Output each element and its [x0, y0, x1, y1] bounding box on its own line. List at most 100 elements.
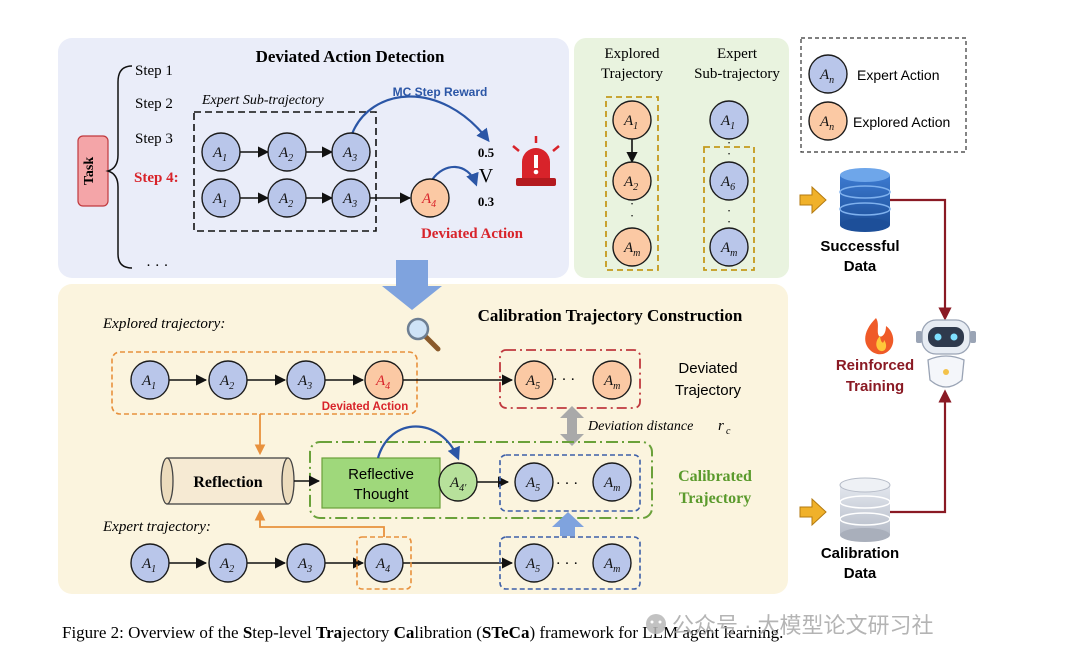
- watermark: 公众号 · 大模型论文研习社: [646, 613, 934, 638]
- calibration-data-1: Calibration: [821, 545, 899, 562]
- expert-tail-box: [499, 536, 641, 590]
- caption-s2-rest: jectory: [341, 623, 393, 642]
- step-4: Step 4:: [134, 170, 179, 186]
- calibrated-tail-box: [499, 454, 641, 512]
- col-explored-a1-node: A1: [612, 100, 652, 140]
- expert-header-2: Sub-trajectory: [694, 66, 780, 82]
- cal-r3-am-node: Am: [592, 543, 632, 583]
- deviated-trajectory-1: Deviated: [678, 360, 737, 377]
- caption-s3: Ca: [394, 623, 415, 642]
- cal-r1-a1-node: A1: [130, 360, 170, 400]
- reflective-thought-1: Reflective: [348, 466, 414, 483]
- legend-explored-node-node: An: [808, 101, 848, 141]
- col-explored-a2-node: A2: [612, 161, 652, 201]
- reward-compare: V: [479, 165, 494, 187]
- col-explored-am-node: Am: [612, 227, 652, 267]
- alarm-icon: [512, 136, 560, 186]
- cal-r3-a1-node: A1: [130, 543, 170, 583]
- caption-s3-rest: libration (: [414, 623, 482, 642]
- calibration-input-arrow: [799, 497, 827, 527]
- up-arrow: [552, 512, 584, 536]
- deviated-dots: · · ·: [553, 372, 576, 388]
- cal-r3-a5-node: A5: [514, 543, 554, 583]
- step-ellipsis: · · ·: [146, 258, 169, 274]
- det-r1-a1-node: A1: [201, 132, 241, 172]
- deviation-distance-label: Deviation distance: [587, 419, 693, 434]
- reflective-thought-2: Thought: [353, 486, 409, 503]
- cal-mid-a4p-node: A4′: [438, 462, 478, 502]
- rc-symbol: r: [718, 418, 724, 434]
- cal-r1-am-node: Am: [592, 360, 632, 400]
- legend-expert-node-node: An: [808, 54, 848, 94]
- det-r1-a3-node: A3: [331, 132, 371, 172]
- caption-s1: S: [243, 623, 252, 642]
- mc-step-reward-label: MC Step Reward: [393, 85, 488, 99]
- successful-data-1: Successful: [820, 238, 899, 255]
- explored-header-2: Trajectory: [601, 66, 663, 82]
- cal-r1-a5-node: A5: [514, 360, 554, 400]
- expert-subtrajectory-column-box: [703, 146, 755, 271]
- cal-r3-a4-node: A4: [364, 543, 404, 583]
- trajectory-panel: [574, 38, 789, 278]
- reward-low: 0.3: [478, 194, 495, 209]
- caption-s2: Tra: [316, 623, 343, 642]
- cal-r3-a3-node: A3: [286, 543, 326, 583]
- step-3: Step 3: [135, 131, 173, 147]
- det-r2-a1-node: A1: [201, 178, 241, 218]
- cal-r1-a2-node: A2: [208, 360, 248, 400]
- deviated-action-small: Deviated Action: [322, 401, 408, 413]
- reflection-curve-arrow: [376, 425, 460, 461]
- step-2: Step 2: [135, 96, 173, 112]
- calibration-to-robot-line: [890, 389, 952, 514]
- det-r1-a2-node: A2: [267, 132, 307, 172]
- explored-vdots-1: ·: [630, 196, 634, 211]
- successful-database-icon: [839, 168, 891, 232]
- expert-vdots-4: ·: [727, 214, 731, 229]
- explored-trajectory-box: [605, 96, 659, 271]
- col-expert-am-node: Am: [709, 227, 749, 267]
- legend-explored-label: Explored Action: [853, 114, 950, 130]
- legend-box: [800, 37, 967, 153]
- calibration-data-2: Data: [844, 565, 877, 582]
- robot-icon: [916, 319, 976, 388]
- expert-a4-box: [356, 536, 412, 590]
- detection-title: Deviated Action Detection: [256, 47, 445, 66]
- explored-header-1: Explored: [605, 46, 660, 62]
- deviated-trajectory-box: [499, 349, 641, 409]
- detection-panel: [58, 38, 569, 278]
- caption-prefix: Figure 2: Overview of the: [62, 623, 243, 642]
- caption-s4: STeCa: [482, 623, 530, 642]
- expert-dots: · · ·: [556, 556, 579, 572]
- reinforced-training-1: Reinforced: [836, 357, 914, 374]
- calibration-title: Calibration Trajectory Construction: [478, 306, 743, 325]
- det-r2-a3-node: A3: [331, 178, 371, 218]
- task-label: Task: [82, 157, 97, 186]
- magnifier-icon: [406, 317, 441, 352]
- calibration-database-icon: [839, 477, 891, 542]
- expert-trajectory-label: Expert trajectory:: [102, 519, 211, 535]
- calibrated-trajectory-1: Calibrated: [678, 468, 752, 485]
- col-expert-a1-node: A1: [709, 100, 749, 140]
- expert-vdots-1: ·: [727, 135, 731, 150]
- reflection-label: Reflection: [193, 474, 262, 491]
- fire-icon: [865, 318, 894, 355]
- expert-subtrajectory-box: [193, 111, 377, 232]
- reinforced-training-2: Training: [846, 378, 904, 395]
- caption-s1-rest: tep-level: [252, 623, 316, 642]
- explored-row-box: [111, 351, 418, 415]
- cal-r1-a4-node: A4: [364, 360, 404, 400]
- expert-header-1: Expert: [717, 46, 758, 62]
- mc-reward-arrow: [350, 95, 490, 143]
- reward-high: 0.5: [478, 145, 495, 160]
- det-r2-a2-node: A2: [267, 178, 307, 218]
- cal-mid-a5-node: A5: [514, 462, 554, 502]
- watermark-text: 公众号 · 大模型论文研习社: [672, 613, 934, 638]
- expert-vdots-2: ·: [727, 146, 731, 161]
- cal-r3-a2-node: A2: [208, 543, 248, 583]
- calibrated-dots: · · ·: [556, 476, 579, 492]
- deviated-reward-arrow: [431, 165, 479, 187]
- det-r2-a4-node: A4: [410, 178, 450, 218]
- deviation-distance-arrow: [560, 406, 584, 446]
